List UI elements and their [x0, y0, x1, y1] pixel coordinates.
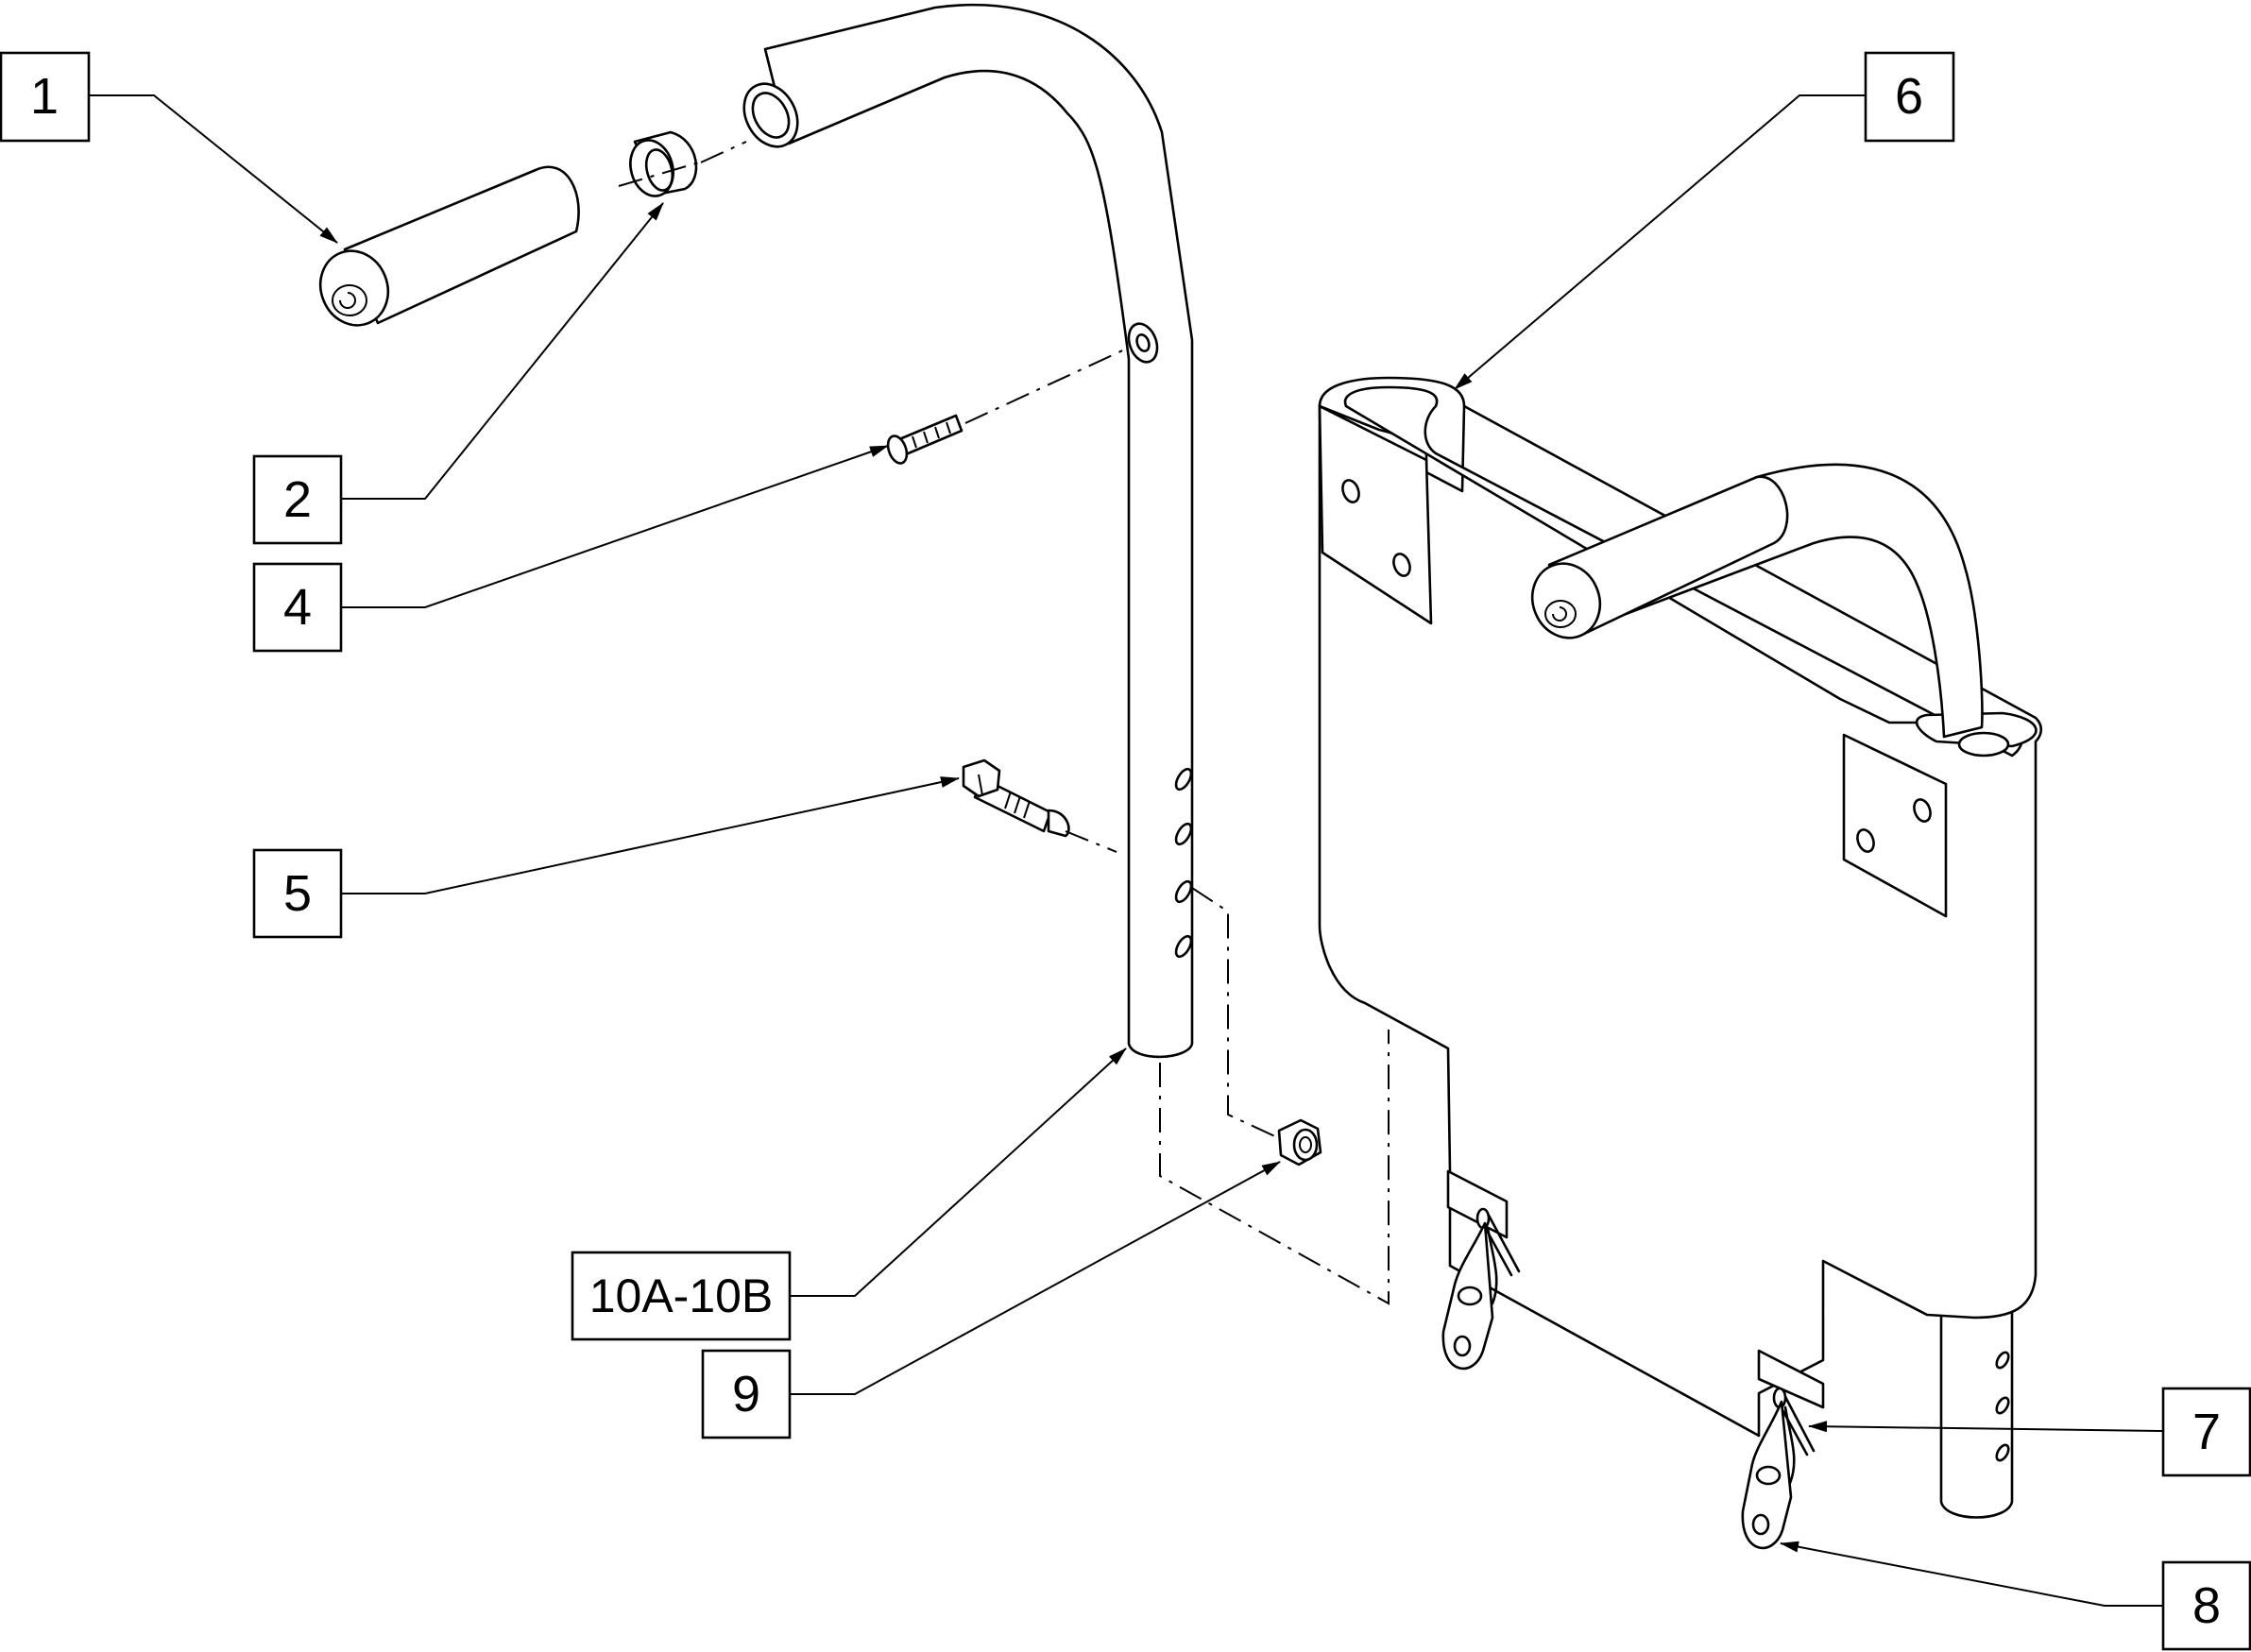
hand-grip	[318, 165, 580, 327]
callout-10a-10b: 10A-10B	[571, 1251, 792, 1341]
quick-release-pin	[1475, 1207, 1816, 1456]
screw	[886, 414, 963, 465]
callout-1: 1	[0, 51, 91, 143]
callout-label: 8	[2192, 1577, 2221, 1634]
push-handle-tube	[742, 3, 1194, 1059]
callout-4: 4	[252, 562, 343, 653]
callout-label: 10A-10B	[589, 1269, 774, 1322]
callout-5: 5	[252, 848, 343, 939]
callout-label: 2	[283, 471, 312, 528]
callout-label: 6	[1895, 68, 1923, 125]
callout-label: 7	[2192, 1404, 2221, 1460]
hex-nut	[1277, 1118, 1322, 1167]
back-post-tube	[1939, 1306, 2014, 1519]
callout-label: 4	[283, 579, 312, 636]
assembly-lines-left	[618, 141, 1390, 1305]
lanyard-tab	[1441, 1221, 1796, 1550]
armrest-side-panel	[1318, 376, 2043, 1438]
callout-label: 1	[30, 68, 59, 125]
callout-8: 8	[2161, 1560, 2251, 1651]
callout-2: 2	[252, 454, 343, 545]
callout-label: 9	[732, 1366, 760, 1422]
leader-lines	[90, 94, 2164, 1607]
end-plug	[629, 130, 698, 197]
hex-bolt	[962, 758, 1070, 838]
callout-label: 5	[283, 865, 312, 922]
callout-9: 9	[701, 1349, 792, 1439]
callout-6: 6	[1864, 51, 1955, 143]
callout-7: 7	[2161, 1387, 2251, 1477]
installed-handle	[1530, 463, 2010, 758]
